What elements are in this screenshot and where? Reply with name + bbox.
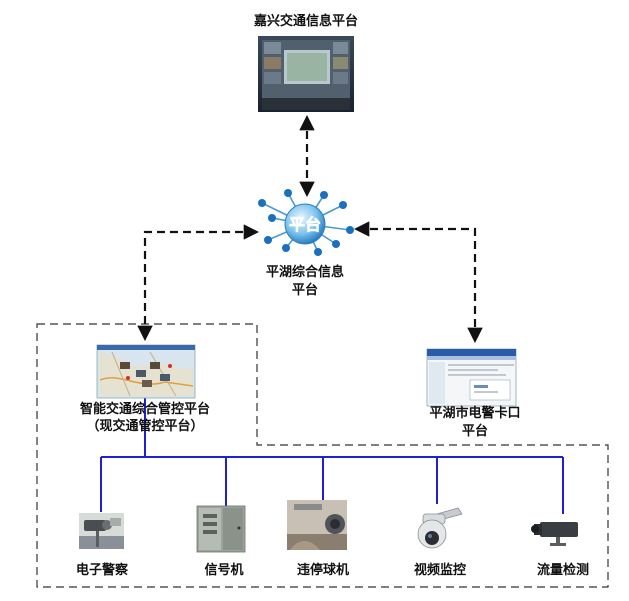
connector-pinghu-smart-traffic (137, 224, 260, 342)
device-label-video-surveillance: 视频监控 (413, 563, 466, 578)
device-label-parking-camera: 违停球机 (296, 563, 349, 578)
connector-pinghu-checkpoint (353, 221, 483, 344)
device-label-flow-detection: 流量检测 (536, 563, 589, 578)
jiaxing-video-wall-image (258, 36, 354, 112)
parking-dome-camera-image (287, 500, 347, 550)
smart-traffic-label-line1: 智能交通综合管控平台 (79, 402, 210, 417)
pinghu-network-hub-icon: 平台 (258, 189, 354, 256)
pinghu-platform-label-line1: 平湖综合信息 (265, 265, 344, 280)
smart-traffic-map-image (96, 344, 196, 399)
dome-surveillance-camera-image (417, 507, 463, 549)
box-traffic-camera-image (531, 522, 578, 546)
electronic-police-camera-image (79, 513, 124, 549)
checkpoint-software-image (426, 348, 517, 407)
smart-traffic-label-line2: （现交通管控平台） (86, 419, 204, 434)
signal-cabinet-image (196, 505, 246, 553)
local-system-boundary (36, 323, 609, 588)
checkpoint-label-line2: 平台 (461, 424, 488, 439)
hub-text: 平台 (289, 215, 321, 234)
jiaxing-platform-label: 嘉兴交通信息平台 (253, 14, 358, 29)
device-label-signal-controller: 信号机 (204, 563, 244, 578)
device-bus (100, 398, 564, 514)
checkpoint-label-line1: 平湖市电警卡口 (429, 406, 521, 421)
device-label-electronic-police: 电子警察 (75, 563, 128, 578)
pinghu-platform-label-line2: 平台 (291, 283, 318, 298)
